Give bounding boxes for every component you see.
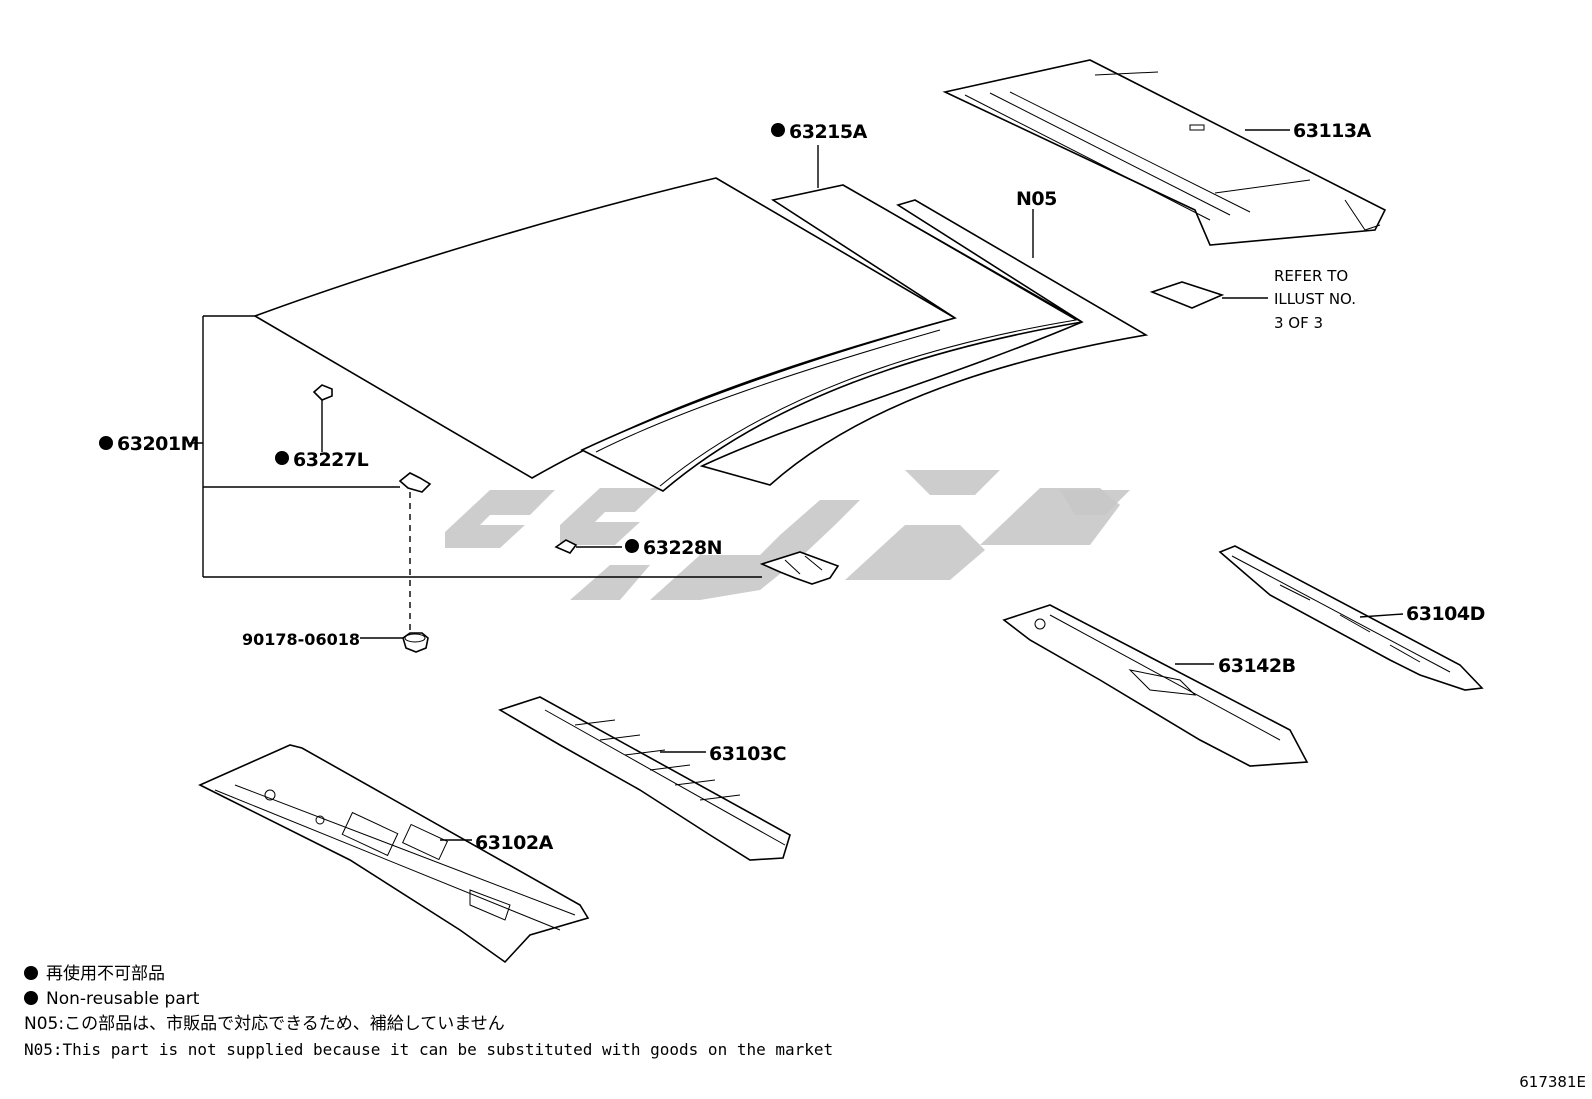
bullet-icon (24, 991, 38, 1005)
legend-en: Non-reusable part (24, 987, 924, 1012)
roof-sub-panel[interactable] (580, 184, 1085, 492)
clip-upper[interactable] (398, 472, 432, 493)
label-63142b: 63142B (1218, 655, 1296, 677)
refer-pad[interactable] (1149, 281, 1225, 309)
label-63113a: 63113A (1293, 120, 1372, 142)
label-90178-06018: 90178-06018 (242, 630, 360, 649)
label-63201m: 63201M (117, 433, 199, 455)
label-63102a: 63102A (475, 832, 554, 854)
non-reusable-markers (99, 123, 785, 553)
label-63228n: 63228N (643, 537, 722, 559)
figure-code: 617381E (1519, 1073, 1586, 1091)
roof-bow-center[interactable] (498, 696, 791, 861)
refer-text-line3: 3 OF 3 (1274, 314, 1323, 332)
roof-sheet-n05[interactable] (699, 199, 1149, 486)
clip-63227l[interactable] (312, 384, 333, 401)
roof-inner-panel[interactable] (942, 59, 1387, 246)
roof-rail-rear[interactable] (1218, 545, 1484, 691)
label-63103c: 63103C (709, 743, 786, 765)
refer-text-line1: REFER TO (1274, 267, 1348, 285)
legend-en-text: Non-reusable part (46, 989, 200, 1009)
roof-header-front[interactable] (198, 744, 590, 964)
clip-63228n[interactable] (554, 539, 578, 554)
bullet-icon (24, 966, 38, 980)
legend-notes: 再使用不可部品 Non-reusable part N05:この部品は、市販品で… (24, 962, 924, 1062)
label-63104d: 63104D (1406, 603, 1485, 625)
leader-lines (190, 129, 1404, 841)
bolt[interactable] (402, 632, 429, 653)
label-63227l: 63227L (293, 449, 369, 471)
watermark-logo (445, 470, 1130, 600)
label-n05: N05 (1016, 188, 1057, 210)
label-63215a: 63215A (789, 121, 868, 143)
legend-jp-text: 再使用不可部品 (46, 964, 165, 984)
legend-jp: 再使用不可部品 (24, 962, 924, 987)
refer-text-line2: ILLUST NO. (1274, 290, 1356, 308)
bracket[interactable] (759, 551, 840, 585)
roof-bow-rear[interactable] (1002, 604, 1309, 767)
note-n05-en: N05:This part is not supplied because it… (24, 1040, 834, 1059)
note-n05-jp: N05:この部品は、市販品で対応できるため、補給していません (24, 1014, 505, 1034)
